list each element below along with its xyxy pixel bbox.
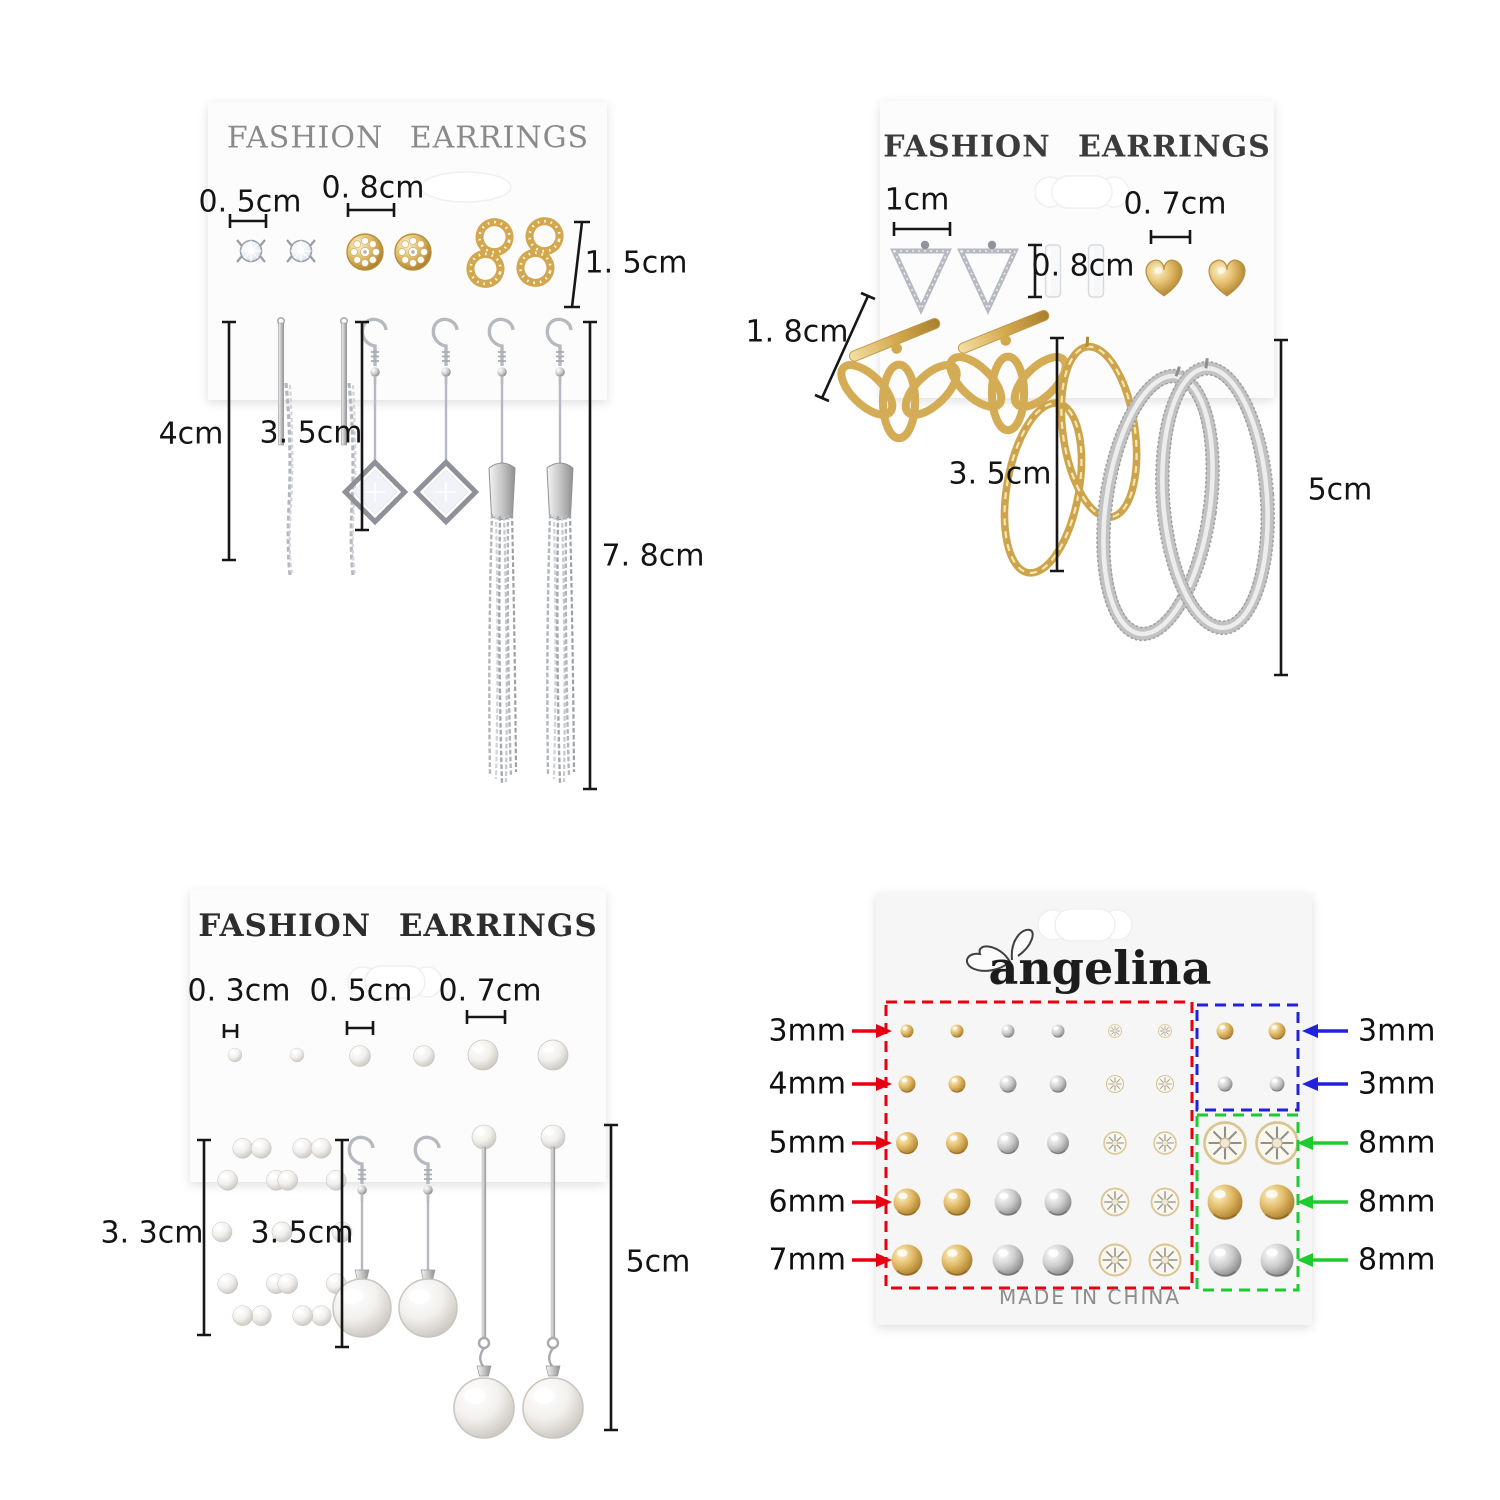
measurement-label: 3. 5cm — [259, 415, 363, 451]
measurement-label: 3. 3cm — [100, 1215, 204, 1251]
measurement-label: 0. 8cm — [1031, 248, 1135, 284]
brand-logo-text: angelina — [988, 941, 1212, 995]
measurement-label: 5cm — [625, 1244, 691, 1280]
size-label-right: 8mm — [1358, 1242, 1436, 1278]
made-in-label: MADE IN CHINA — [998, 1285, 1182, 1309]
size-label-right: 8mm — [1358, 1125, 1436, 1161]
card-title: FASHION EARRINGS — [198, 908, 598, 944]
measurement-label: 5cm — [1307, 472, 1373, 508]
size-label-right: 8mm — [1358, 1184, 1436, 1220]
measurement-label: 0. 7cm — [438, 973, 542, 1009]
measurement-label: 7. 8cm — [601, 538, 705, 574]
measurement-label: 0. 3cm — [187, 973, 291, 1009]
size-label-right: 3mm — [1358, 1013, 1436, 1049]
measurement-label: 0. 8cm — [321, 170, 425, 206]
card-title: FASHION EARRINGS — [226, 120, 590, 156]
measurement-label: 1. 5cm — [584, 245, 688, 281]
measurement-label: 3. 5cm — [948, 456, 1052, 492]
silver-hoop-pair — [1081, 354, 1283, 648]
size-label-left: 3mm — [768, 1013, 846, 1049]
measurement-label: 0. 7cm — [1123, 186, 1227, 222]
measurement-label: 4cm — [158, 416, 224, 452]
size-label-left: 4mm — [768, 1066, 846, 1102]
measurement-label: 0. 5cm — [198, 184, 302, 220]
size-label-left: 6mm — [768, 1184, 846, 1220]
size-label-left: 7mm — [768, 1242, 846, 1278]
measurement-label: 1. 8cm — [745, 314, 849, 350]
measurement-label: 1cm — [884, 182, 950, 218]
size-label-right: 3mm — [1358, 1066, 1436, 1102]
card-title: FASHION EARRINGS — [883, 129, 1271, 165]
size-label-left: 5mm — [768, 1125, 846, 1161]
measurement-label: 3. 5cm — [250, 1215, 354, 1251]
measurement-label: 0. 5cm — [309, 973, 413, 1009]
